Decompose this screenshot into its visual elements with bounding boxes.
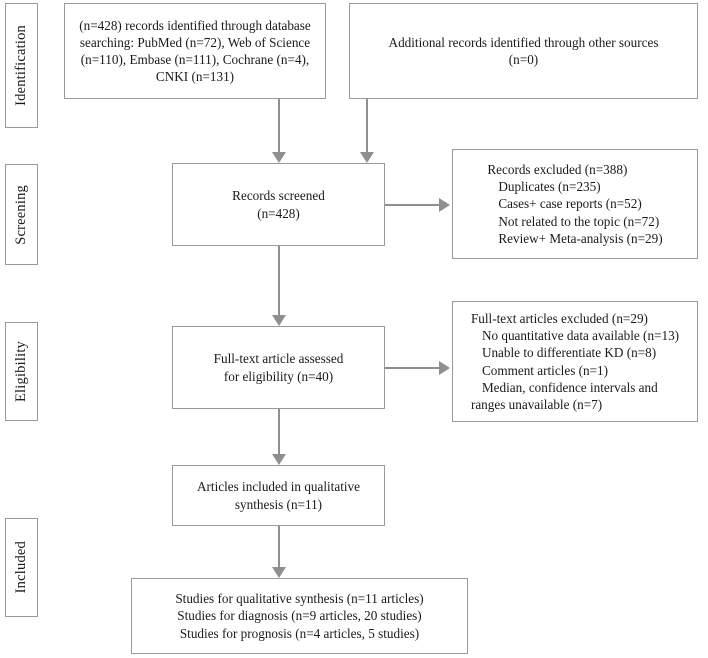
box-records-screened-line-1: Records screened — [232, 188, 325, 204]
stage-label-included-text: Included — [13, 541, 30, 594]
arrowhead-database-search-down — [272, 152, 286, 163]
box-articles-included-line-1: Articles included in qualitative — [197, 479, 360, 495]
box-fulltext-excluded-line-6: ranges unavailable (n=7) — [470, 396, 603, 412]
stage-label-identification: Identification — [5, 3, 38, 128]
arrowhead-records-screened-down — [272, 315, 286, 326]
connector-fulltext-assessed-down — [278, 409, 280, 457]
box-studies-summary-line-1: Studies for qualitative synthesis (n=11 … — [175, 591, 424, 607]
box-records-excluded: Records excluded (n=388) Duplicates (n=2… — [452, 149, 698, 259]
stage-label-screening-text: Screening — [13, 184, 30, 245]
box-articles-included: Articles included in qualitative synthes… — [172, 465, 385, 526]
stage-label-screening: Screening — [5, 164, 38, 265]
box-database-search-line-4: CNKI (n=131) — [155, 69, 235, 85]
stage-label-identification-text: Identification — [13, 25, 30, 106]
arrowhead-fulltext-assessed-down — [272, 454, 286, 465]
box-fulltext-excluded-line-3: Unable to differentiate KD (n=8) — [481, 345, 657, 361]
connector-articles-included-down — [278, 526, 280, 570]
box-articles-included-text: Articles included in qualitative synthes… — [190, 478, 367, 512]
box-fulltext-excluded-line-1: Full-text articles excluded (n=29) — [470, 311, 648, 327]
box-fulltext-assessed-line-1: Full-text article assessed — [213, 351, 344, 367]
box-other-sources-line-2: (n=0) — [508, 52, 539, 67]
arrowhead-other-sources-down — [360, 152, 374, 163]
box-other-sources-line-1: Additional records identified through ot… — [388, 34, 659, 50]
box-database-search-line-2: searching: PubMed (n=72), Web of Science — [79, 34, 311, 50]
box-database-search-text: (n=428) records identified through datab… — [72, 17, 318, 86]
box-fulltext-assessed-line-2: for eligibility (n=40) — [223, 368, 334, 384]
box-database-search-line-3: (n=110), Embase (n=111), Cochrane (n=4), — [80, 52, 310, 67]
box-other-sources: Additional records identified through ot… — [349, 3, 698, 99]
box-articles-included-line-2: synthesis (n=11) — [234, 496, 323, 512]
connector-other-sources-down — [366, 99, 368, 155]
box-records-excluded-line-5: Review+ Meta-analysis (n=29) — [498, 230, 663, 246]
box-records-screened-text: Records screened (n=428) — [225, 187, 332, 221]
arrowhead-articles-included-down — [272, 567, 286, 578]
box-records-excluded-line-4: Not related to the topic (n=72) — [498, 213, 660, 229]
connector-records-excluded-right — [385, 204, 440, 206]
box-studies-summary: Studies for qualitative synthesis (n=11 … — [131, 578, 468, 654]
stage-label-eligibility: Eligibility — [5, 322, 38, 421]
arrowhead-fulltext-excluded-right — [439, 361, 450, 375]
box-studies-summary-line-3: Studies for prognosis (n=4 articles, 5 s… — [179, 625, 420, 641]
box-other-sources-text: Additional records identified through ot… — [382, 34, 666, 68]
box-fulltext-assessed-text: Full-text article assessed for eligibili… — [207, 350, 351, 384]
stage-label-included: Included — [5, 518, 38, 617]
box-records-excluded-text: Records excluded (n=388) Duplicates (n=2… — [480, 161, 669, 247]
box-database-search: (n=428) records identified through datab… — [64, 3, 326, 99]
box-records-excluded-line-1: Records excluded (n=388) — [487, 162, 628, 178]
box-fulltext-excluded-line-5: Median, confidence intervals and — [481, 379, 658, 395]
box-studies-summary-line-2: Studies for diagnosis (n=9 articles, 20 … — [177, 608, 422, 624]
connector-records-screened-down — [278, 246, 280, 318]
box-records-excluded-line-3: Cases+ case reports (n=52) — [498, 196, 642, 212]
box-fulltext-assessed: Full-text article assessed for eligibili… — [172, 326, 385, 409]
box-records-screened: Records screened (n=428) — [172, 163, 385, 246]
stage-label-eligibility-text: Eligibility — [13, 340, 30, 402]
box-records-screened-line-2: (n=428) — [257, 205, 300, 221]
box-fulltext-excluded-line-2: No quantitative data available (n=13) — [481, 328, 680, 344]
connector-database-search-down — [278, 99, 280, 155]
connector-fulltext-excluded-right — [385, 367, 440, 369]
box-fulltext-excluded-text: Full-text articles excluded (n=29) No qu… — [464, 310, 686, 413]
box-records-excluded-line-2: Duplicates (n=235) — [498, 179, 601, 195]
arrowhead-records-excluded-right — [439, 198, 450, 212]
box-fulltext-excluded-line-4: Comment articles (n=1) — [481, 362, 609, 378]
box-fulltext-excluded: Full-text articles excluded (n=29) No qu… — [452, 301, 698, 422]
box-database-search-line-1: (n=428) records identified through datab… — [79, 17, 311, 33]
box-studies-summary-text: Studies for qualitative synthesis (n=11 … — [168, 590, 430, 641]
